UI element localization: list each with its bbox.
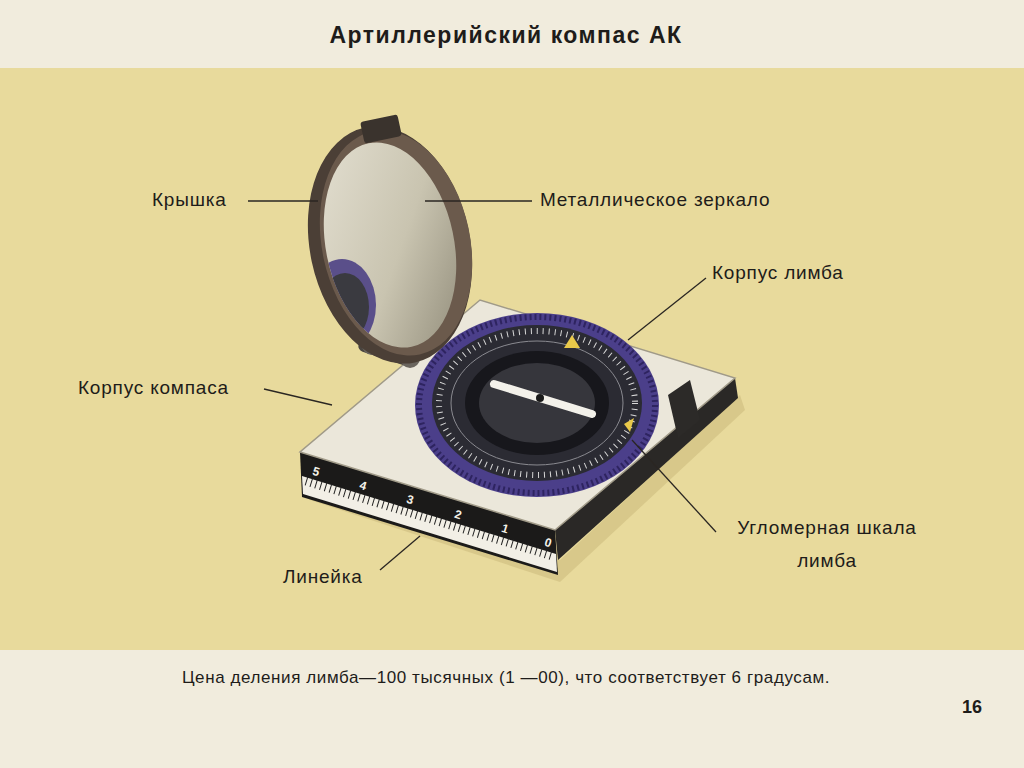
part-label: Металлическое зеркало [540, 189, 770, 211]
diagram-title: Артиллерийский компас АК [0, 22, 1018, 49]
part-label-slot: Корпус лимба [712, 262, 844, 284]
part-label-slot: Корпус компаса [78, 377, 229, 399]
caption-text: Цена деления лимба—100 тысячных (1 —00),… [0, 668, 1018, 688]
part-label-slot: Угломерная шкала лимба [716, 511, 938, 577]
part-label-slot: Металлическое зеркало [540, 189, 770, 211]
part-label: Линейка [283, 566, 363, 588]
part-label-slot: Линейка [283, 566, 363, 588]
caption-text-slot: Цена деления лимба—100 тысячных (1 —00),… [0, 668, 1018, 688]
page-number-slot: 16 [962, 697, 982, 718]
part-label: Угломерная шкала лимба [716, 511, 938, 577]
part-label: Корпус лимба [712, 262, 844, 284]
part-label-slot: Крышка [152, 189, 227, 211]
diagram-title-slot: Артиллерийский компас АК [0, 22, 1018, 49]
part-label: Крышка [152, 189, 227, 211]
page-number: 16 [962, 697, 982, 718]
part-label: Корпус компаса [78, 377, 229, 399]
